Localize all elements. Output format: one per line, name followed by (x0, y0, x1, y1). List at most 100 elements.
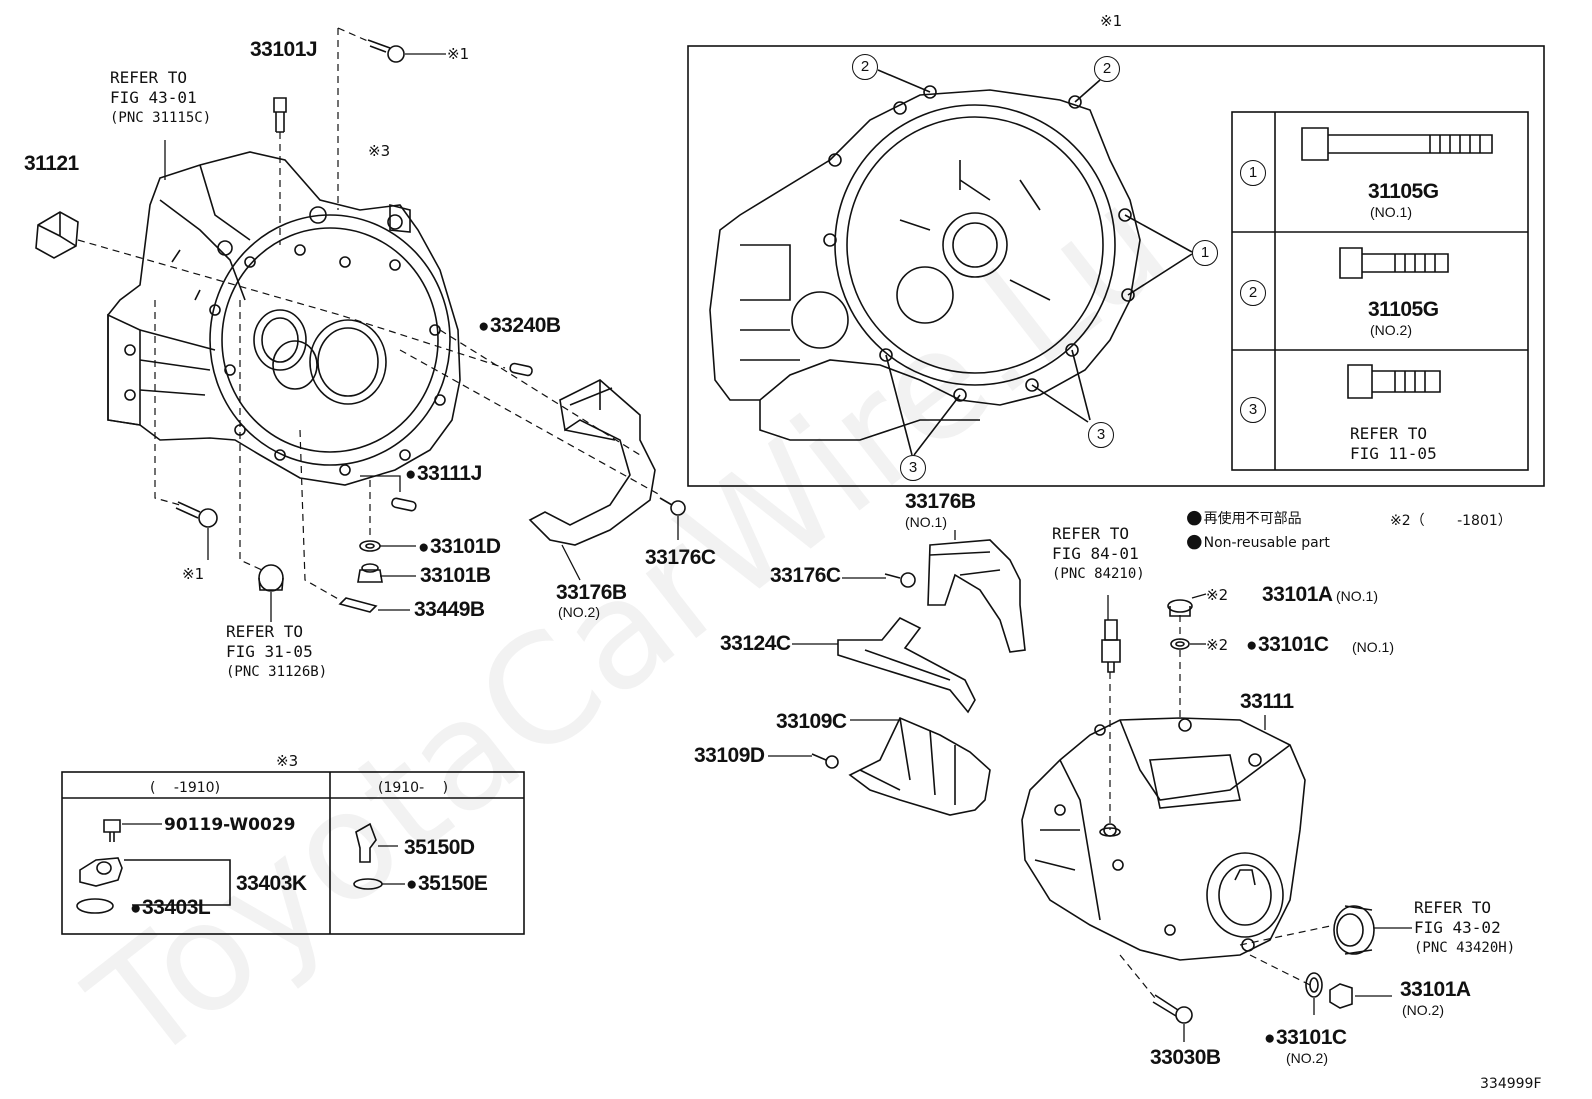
legend-jp: 再使用不可部品 (1186, 506, 1302, 528)
detail-box-frame (687, 45, 1545, 487)
part-31121-label: 31121 (24, 152, 79, 175)
part-33101C-no2-sub: (NO.2) (1286, 1050, 1328, 1066)
part-33101B-label: 33101B (420, 564, 491, 587)
legend-en: Non-reusable part (1186, 530, 1330, 552)
ref-fig-43-02-pnc: (PNC 43420H) (1414, 940, 1516, 956)
ref-fig-43-01-pnc: (PNC 31115C) (110, 110, 212, 126)
part-33240B-label: 33240B (478, 314, 561, 338)
bolt-lower-left-drawing (175, 501, 218, 528)
part-35150E-label: 35150E (406, 872, 488, 896)
ref-fig-43-01-line1: REFER TO (110, 68, 188, 87)
ref-fig-84-01-pnc: (PNC 84210) (1052, 566, 1145, 582)
part-33403K-label: 33403K (236, 872, 307, 895)
marker-m2-b: ※2 (1206, 636, 1229, 654)
bracket-33176B-no2-drawing (528, 379, 656, 546)
ref-fig-84-01: REFER TO FIG 84-01 (PNC 84210) (1052, 524, 1145, 584)
bolt-images (1301, 127, 1493, 399)
part-33403L-label: 33403L (130, 896, 211, 920)
part-33101A-no1-sub: (NO.1) (1336, 588, 1378, 604)
sensor-table-marker: ※3 (276, 752, 299, 770)
part-33101A-no2-sub: (NO.2) (1402, 1002, 1444, 1018)
ref-fig-43-02: REFER TO FIG 43-02 (PNC 43420H) (1414, 898, 1515, 958)
legend-note2: ※2（ -1801） (1390, 513, 1512, 529)
part-33101C-no2-label: 33101C (1264, 1026, 1347, 1050)
part-33176B-no2-sub: (NO.2) (558, 604, 600, 620)
ref-fig-31-05-pnc: (PNC 31126B) (226, 664, 328, 680)
shield-33109C-drawing (848, 716, 991, 816)
ref-fig-11-05: REFER TO FIG 11-05 (1350, 424, 1437, 464)
ref-fig-84-01-line2: FIG 84-01 (1052, 544, 1139, 563)
bolt-table-frame (1231, 111, 1529, 471)
part-33109C-label: 33109C (776, 710, 847, 733)
drain-plug-stack-drawing (338, 540, 383, 613)
ref-fig-43-01-line2: FIG 43-01 (110, 88, 197, 107)
part-33101A-no1-label: 33101A (1262, 583, 1333, 606)
detail-callout-2b: 2 (1094, 56, 1120, 82)
label-leaders (122, 53, 1412, 1042)
bolt-33030B-drawing (1152, 994, 1193, 1024)
housing-left-drawing (107, 151, 461, 486)
part-33176B-no1-label: 33176B (905, 490, 976, 513)
marker-m3-housing: ※3 (368, 142, 391, 160)
bolt-table-num-3: 3 (1240, 397, 1266, 423)
part-33101A-no2-label: 33101A (1400, 978, 1471, 1001)
part-33111J-label: 33111J (405, 462, 482, 486)
sensor-84210-drawing (1101, 619, 1121, 673)
ref-fig-84-01-line1: REFER TO (1052, 524, 1130, 543)
pins-drawing (391, 362, 533, 512)
figure-id: 334999F (1480, 1076, 1542, 1092)
bracket-33176B-no1-drawing (927, 539, 1026, 653)
part-33176B-no2-label: 33176B (556, 581, 627, 604)
sensor-table-col1-header: ( -1910) (150, 780, 221, 796)
part-90119-label: 90119-W0029 (164, 815, 296, 835)
bolt-table-sub-2: (NO.2) (1370, 322, 1412, 338)
marker-m1-lower: ※1 (182, 565, 205, 583)
bolt-table-num-1: 1 (1240, 160, 1266, 186)
ref-fig-31-05-line2: FIG 31-05 (226, 642, 313, 661)
marker-m1-top: ※1 (447, 45, 470, 63)
plug-31126B-drawing (258, 564, 284, 592)
part-33101J-label: 33101J (250, 38, 318, 61)
part-33449B-label: 33449B (414, 598, 485, 621)
plug-no2-drawing (1305, 972, 1353, 1009)
plug-no1-drawing (1167, 599, 1193, 650)
ref-fig-11-05-line1: REFER TO (1350, 424, 1428, 443)
part-33111-label: 33111 (1240, 690, 1294, 713)
part-35150D-label: 35150D (404, 836, 475, 859)
part-33101C-no1-label: 33101C (1246, 633, 1329, 657)
part-33109D-label: 33109D (694, 744, 765, 767)
bolt-top-drawing (367, 39, 405, 63)
sensor-table-col2-header: (1910- ) (378, 780, 449, 796)
ref-fig-43-02-line2: FIG 43-02 (1414, 918, 1501, 937)
marker-m2-a: ※2 (1206, 586, 1229, 604)
part-33124C-label: 33124C (720, 632, 791, 655)
plug-31121-drawing (35, 211, 79, 259)
ref-fig-11-05-line2: FIG 11-05 (1350, 444, 1437, 463)
bolt-table-part-2: 31105G (1368, 298, 1439, 321)
part-33030B-label: 33030B (1150, 1046, 1221, 1069)
ref-fig-31-05-line1: REFER TO (226, 622, 304, 641)
bolt-table-num-2: 2 (1240, 280, 1266, 306)
detail-callout-2a: 2 (852, 54, 878, 80)
part-33101D-label: 33101D (418, 535, 501, 559)
part-33176C-a-label: 33176C (645, 546, 716, 569)
bolt-33109D-drawing (811, 753, 839, 769)
bolt-33101J-drawing (273, 97, 287, 133)
detail-leaders (877, 69, 1193, 456)
sensor-table-frame (61, 771, 525, 935)
ref-fig-43-01: REFER TO FIG 43-01 (PNC 31115C) (110, 68, 211, 128)
case-detail-drawing (709, 85, 1141, 441)
detail-callout-3b: 3 (900, 455, 926, 481)
detail-box-marker: ※1 (1100, 12, 1123, 30)
bracket-33124C-drawing (837, 616, 976, 714)
bolt-table-sub-1: (NO.1) (1370, 204, 1412, 220)
ref-fig-31-05: REFER TO FIG 31-05 (PNC 31126B) (226, 622, 327, 682)
bolt-33176C-b-drawing (884, 572, 916, 588)
bolt-table-part-1: 31105G (1368, 180, 1439, 203)
detail-callout-1: 1 (1192, 240, 1218, 266)
detail-callout-3a: 3 (1088, 422, 1114, 448)
assembly-dashed-lines (77, 27, 1336, 999)
seal-43420H-drawing (1333, 905, 1375, 955)
part-33101C-no1-sub: (NO.1) (1352, 639, 1394, 655)
